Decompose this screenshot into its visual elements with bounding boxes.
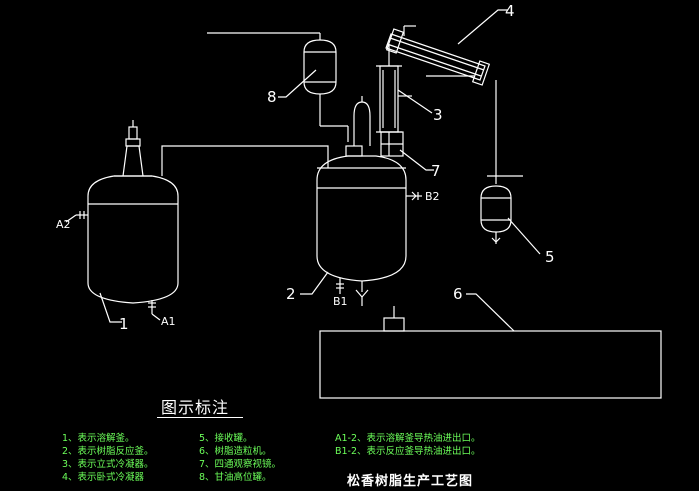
legend-column-2: 5、接收罐。 6、树脂造粒机。 7、四通观察视镜。 8、甘油高位罐。 [199, 432, 281, 484]
legend-item: B1-2、表示反应釜导热油进出口。 [335, 446, 481, 457]
legend-item: 3、表示立式冷凝器。 [62, 459, 154, 470]
legend-column-3: A1-2、表示溶解釜导热油进出口。 B1-2、表示反应釜导热油进出口。 [335, 432, 481, 458]
label-6: 6 [453, 285, 463, 303]
legend-item: 6、树脂造粒机。 [199, 446, 272, 457]
label-b1: B1 [333, 295, 348, 308]
label-4: 4 [505, 2, 515, 20]
resin-reactor [300, 96, 422, 306]
label-2: 2 [286, 285, 296, 303]
diagram-caption: 松香树脂生产工艺图 [347, 474, 474, 489]
label-8: 8 [267, 88, 277, 106]
receiver-tank [480, 175, 541, 255]
legend-item: 5、接收罐。 [199, 433, 253, 444]
vertical-condenser [376, 50, 433, 133]
glycerol-head-tank [207, 32, 349, 142]
transfer-pipe [161, 145, 329, 176]
legend-column-1: 1、表示溶解釜。 2、表示树脂反应釜。 3、表示立式冷凝器。 4、表示卧式冷凝器 [62, 432, 154, 484]
label-1: 1 [119, 315, 129, 333]
legend-item: 8、甘油高位罐。 [199, 472, 272, 483]
legend-item: 7、四通观察视镜。 [199, 459, 282, 470]
label-7: 7 [431, 162, 441, 180]
label-b2: B2 [425, 190, 440, 203]
label-a1: A1 [161, 315, 176, 328]
legend-title: 图示标注 [161, 398, 230, 417]
label-5: 5 [545, 248, 555, 266]
four-way-sight-glass [388, 132, 434, 171]
legend-title-underline [157, 417, 243, 418]
horizontal-condenser [385, 9, 508, 184]
dissolving-kettle [65, 120, 179, 323]
legend-item: 1、表示溶解釜。 [62, 433, 135, 444]
label-3: 3 [433, 106, 443, 124]
legend-item: 2、表示树脂反应釜。 [62, 446, 154, 457]
legend-item: A1-2、表示溶解釜导热油进出口。 [335, 433, 481, 444]
legend-item: 4、表示卧式冷凝器 [62, 472, 145, 483]
label-a2: A2 [56, 218, 71, 231]
resin-granulator [319, 293, 662, 399]
